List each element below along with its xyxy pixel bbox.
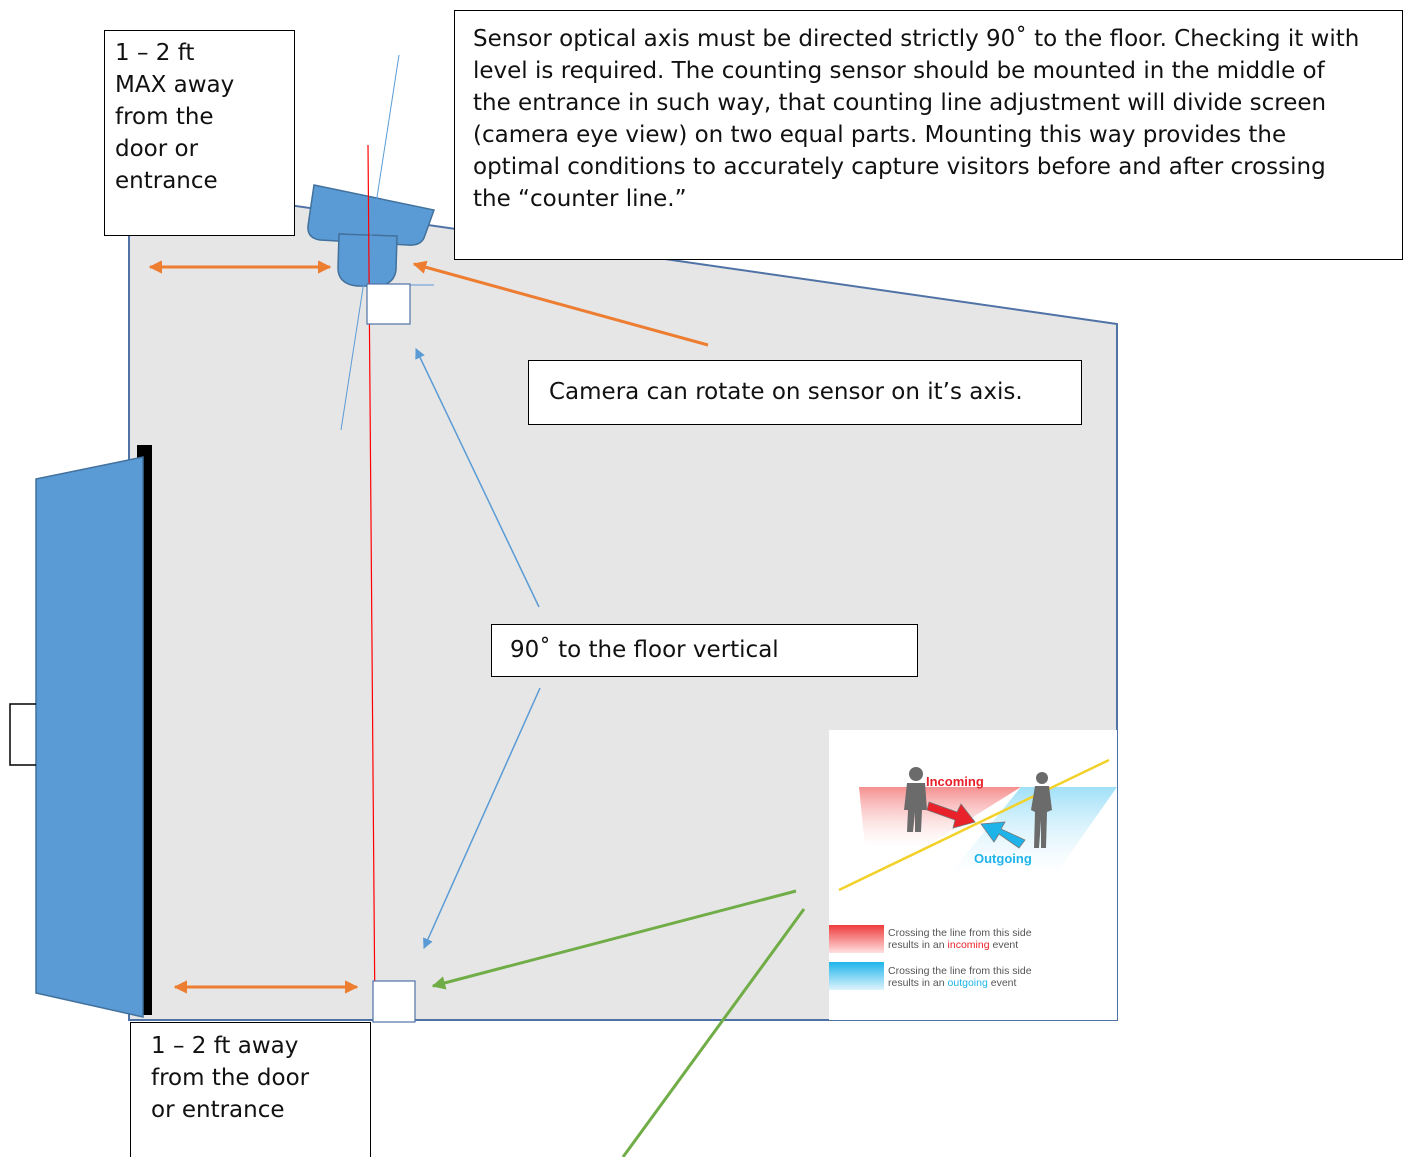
note-line: from the <box>115 104 214 130</box>
vertical-angle-note: 90˚ to the floor vertical <box>491 624 918 677</box>
note-line: (camera eye view) on two equal parts. Mo… <box>473 122 1287 148</box>
incoming-arrow-icon <box>926 801 976 829</box>
note-line: optimal conditions to accurately capture… <box>473 154 1326 180</box>
vertical-pointer-arrow-down <box>423 687 541 949</box>
legend-line: results in an outgoing event <box>888 977 1032 989</box>
legend-text: event <box>987 977 1017 989</box>
note-line: or entrance <box>151 1097 285 1123</box>
floor-point-marker <box>372 980 416 1023</box>
outgoing-swatch <box>829 962 884 990</box>
outgoing-label: Outgoing <box>974 851 1032 866</box>
note-line: 1 – 2 ft <box>115 40 195 66</box>
outgoing-arrow-icon <box>980 821 1026 849</box>
note-line: door or <box>115 136 199 162</box>
vertical-pointer-arrow-up <box>415 348 540 608</box>
incoming-highlight: incoming <box>947 939 990 951</box>
door-panel <box>35 456 144 1018</box>
note-line: the entrance in such way, that counting … <box>473 90 1327 116</box>
counting-line-pointer <box>621 908 806 1157</box>
legend-line: Crossing the line from this side <box>888 927 1032 939</box>
legend-text: event <box>989 939 1019 951</box>
counting-line-arrow <box>431 889 797 990</box>
legend-text: results in an <box>888 939 948 951</box>
note-line: the “counter line.” <box>473 186 687 212</box>
note-line: level is required. The counting sensor s… <box>473 58 1325 84</box>
incoming-label: Incoming <box>926 774 984 789</box>
note-text: Camera can rotate on sensor on it’s axis… <box>549 379 1023 405</box>
note-line: 1 – 2 ft away <box>151 1033 299 1059</box>
person-icon <box>904 767 927 832</box>
sensor-point-marker <box>366 283 411 325</box>
note-text: 90˚ to the floor vertical <box>510 637 779 663</box>
note-line: Sensor optical axis must be directed str… <box>473 26 1360 52</box>
note-line: from the door <box>151 1065 310 1091</box>
incoming-zone <box>859 787 1021 847</box>
outgoing-zone <box>949 787 1117 875</box>
legend-line: Crossing the line from this side <box>888 965 1032 977</box>
door-handle <box>9 703 36 766</box>
incoming-description: Crossing the line from this side results… <box>888 927 1032 951</box>
note-line: entrance <box>115 168 218 194</box>
max-distance-note: 1 – 2 ft MAX away from the door or entra… <box>104 30 295 236</box>
sensor-orientation-note: Sensor optical axis must be directed str… <box>454 10 1403 260</box>
counter-line <box>838 758 1110 892</box>
floor-distance-note: 1 – 2 ft away from the door or entrance <box>130 1022 371 1157</box>
sensor-mount <box>307 184 435 246</box>
outgoing-highlight: outgoing <box>947 977 988 989</box>
counting-illustration <box>838 758 1117 892</box>
incoming-swatch <box>829 925 884 953</box>
field-of-view-line <box>340 54 400 431</box>
legend-text: results in an <box>888 977 948 989</box>
counting-legend: Incoming Outgoing Crossing the line from… <box>829 730 1117 1020</box>
camera-rotation-note: Camera can rotate on sensor on it’s axis… <box>528 360 1082 425</box>
note-line: MAX away <box>115 72 235 98</box>
camera-pointer-arrow <box>412 260 709 347</box>
legend-line: results in an incoming event <box>888 939 1032 951</box>
person-icon <box>1031 772 1052 848</box>
outgoing-description: Crossing the line from this side results… <box>888 965 1032 989</box>
